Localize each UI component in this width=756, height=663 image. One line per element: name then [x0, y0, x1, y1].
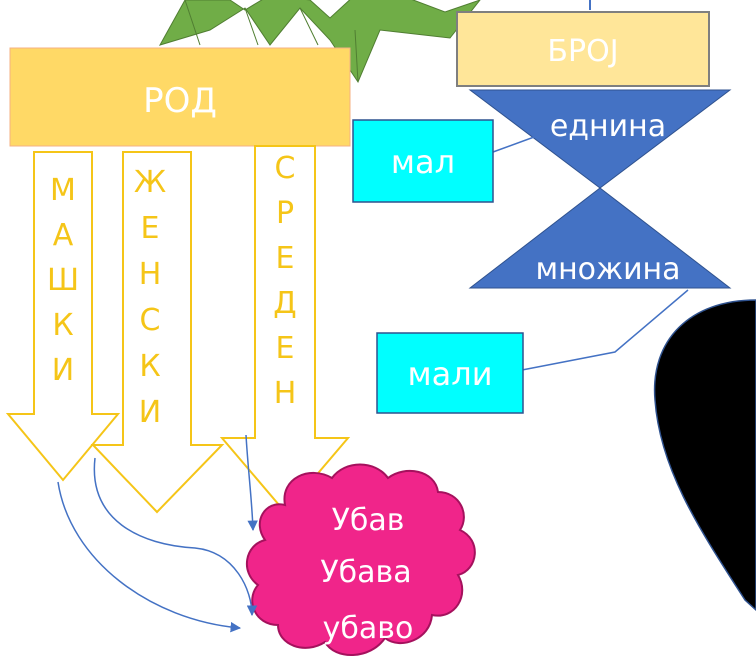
feminine-letter: Ж	[134, 165, 166, 200]
feminine-letter: Е	[141, 211, 160, 246]
masculine-letter: И	[52, 353, 74, 388]
neuter-to-cloud-arrow	[245, 434, 258, 532]
singular-connector	[492, 132, 546, 153]
plural-example-box	[376, 332, 524, 414]
singular-text: еднина	[550, 109, 666, 144]
masculine-arrow	[5, 151, 121, 482]
hourglass-shape	[468, 89, 732, 289]
masculine-letter: М	[50, 173, 76, 208]
feminine-letter: И	[139, 395, 161, 430]
singular-example-text: мал	[391, 143, 455, 181]
neuter-letter: Р	[276, 196, 294, 231]
gender-title-box	[9, 47, 351, 147]
green-leaves-decoration	[158, 0, 481, 84]
neuter-letter: Е	[276, 331, 295, 366]
cloud-line-2: Убава	[320, 555, 411, 590]
neuter-letter: Н	[274, 376, 297, 411]
adjective-cloud	[245, 463, 476, 656]
feminine-letter: Н	[139, 257, 162, 292]
number-title-box	[456, 11, 710, 87]
feminine-letter: С	[140, 303, 161, 338]
neuter-letter: Д	[273, 286, 296, 321]
masculine-to-cloud-arrow	[57, 481, 242, 633]
feminine-arrow	[90, 151, 225, 514]
heart-decoration	[653, 299, 756, 612]
masculine-letter: К	[52, 308, 73, 343]
cloud-line-1: Убав	[332, 503, 405, 538]
gender-title-text: РОД	[143, 81, 217, 121]
number-title-text: БРОЈ	[547, 34, 618, 69]
cloud-line-3: убаво	[323, 611, 414, 646]
plural-example-text: мали	[408, 355, 493, 393]
plural-connector	[521, 289, 689, 371]
masculine-letter: Ш	[47, 263, 79, 298]
neuter-letter: С	[275, 151, 296, 186]
plural-text: множина	[535, 252, 680, 287]
masculine-letter: А	[53, 218, 74, 253]
feminine-letter: К	[139, 349, 160, 384]
feminine-to-cloud-arrow	[93, 457, 258, 617]
neuter-letter: Е	[276, 241, 295, 276]
singular-example-box	[352, 119, 494, 203]
